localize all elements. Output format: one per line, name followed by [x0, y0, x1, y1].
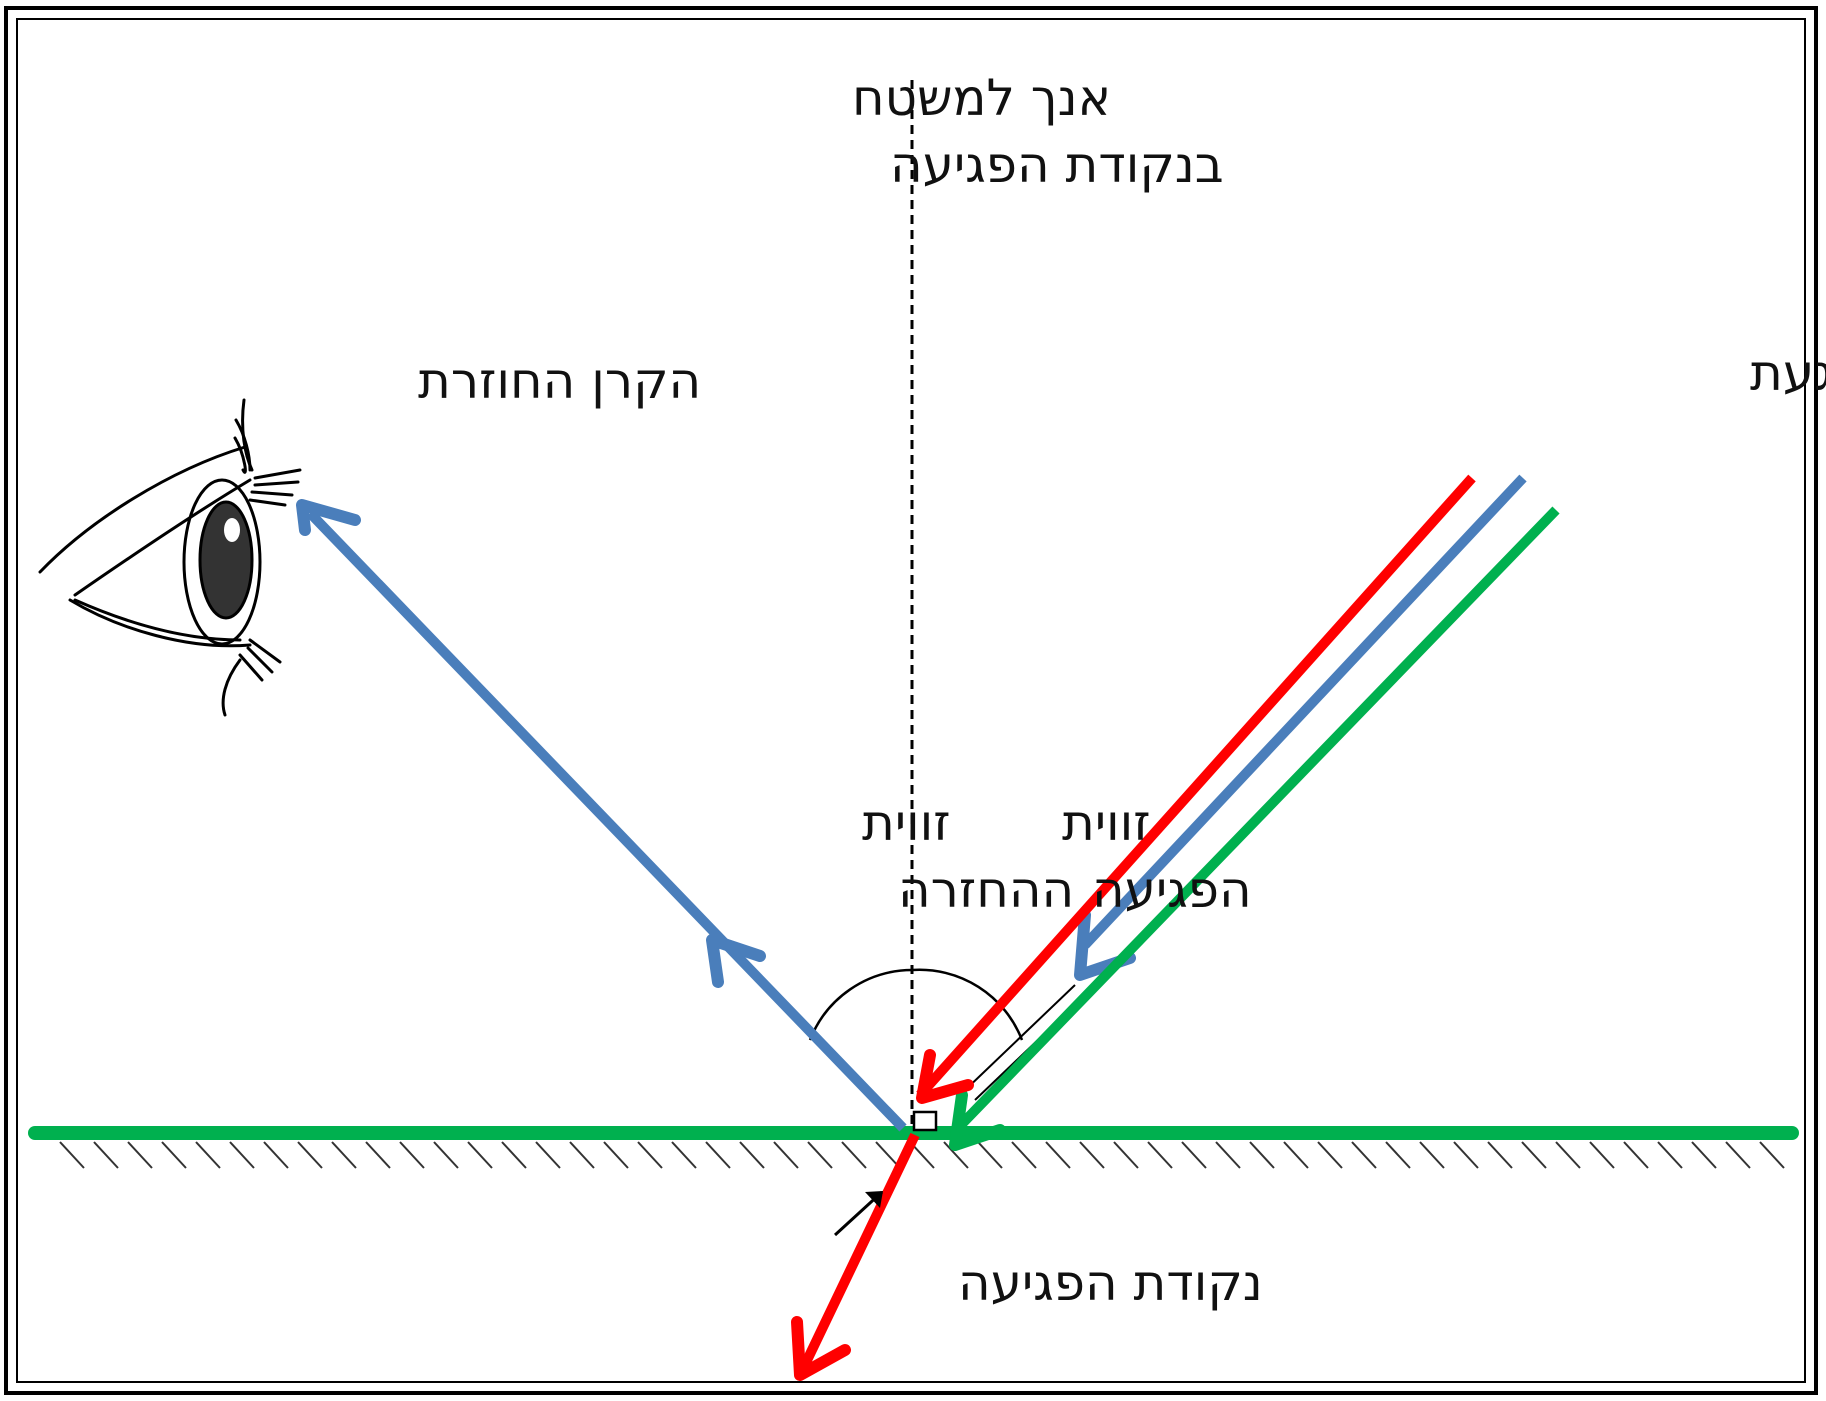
reflected-ray-arrowhead-top [296, 499, 361, 536]
hatch-mark [1555, 1141, 1581, 1169]
hatch-mark [1181, 1141, 1207, 1169]
incident-ray-label: הקרן הפוגעת [1750, 344, 1826, 402]
incidence-point-pointer-head [865, 1191, 883, 1208]
hatch-mark [297, 1141, 323, 1169]
eye-icon [38, 398, 302, 717]
hatch-mark [1385, 1141, 1411, 1169]
hatch-mark [1113, 1141, 1139, 1169]
hatch-mark [1317, 1141, 1343, 1169]
hatch-mark [1249, 1141, 1275, 1169]
hatch-mark [501, 1141, 527, 1169]
incidence-angle-label-1: זווית [1062, 794, 1151, 852]
incidence-angle-label-2: הפגיעה [1092, 861, 1252, 919]
diagram-inner-border [16, 18, 1806, 1383]
incident-ray-red-arrowhead [916, 1049, 974, 1104]
diagram-frame [4, 6, 1818, 1395]
incidence-point-label: נקודת הפגיעה [958, 1254, 1263, 1312]
hatch-mark [263, 1141, 289, 1169]
incident-ray-blue [1081, 474, 1527, 949]
hatch-mark [603, 1141, 629, 1169]
hatch-mark [569, 1141, 595, 1169]
hatch-mark [1521, 1141, 1547, 1169]
surface-hatching [59, 1141, 1785, 1169]
hatch-mark [1691, 1141, 1717, 1169]
transmitted-ray-red-arrowhead [791, 1316, 851, 1381]
reflection-angle-label-2: ההחזרה [898, 861, 1074, 919]
normal-line-label-1: אנך למשטח [852, 69, 1111, 127]
transmitted-ray-red [795, 1132, 920, 1378]
hatch-mark [1215, 1141, 1241, 1169]
incidence-angle-arc [911, 968, 1024, 1041]
reflection-angle-label-1: זווית [862, 794, 951, 852]
incident-ray-green-arrowhead [949, 1089, 1006, 1151]
hatch-mark [535, 1141, 561, 1169]
reflected-ray-label: הקרן החוזרת [418, 352, 701, 410]
hatch-mark [977, 1141, 1003, 1169]
hatch-mark [1045, 1141, 1071, 1169]
hatch-mark [739, 1141, 765, 1169]
hatch-mark [93, 1141, 119, 1169]
hatch-mark [127, 1141, 153, 1169]
guide-line [959, 984, 1076, 1096]
hatch-mark [1453, 1141, 1479, 1169]
hatch-mark [705, 1141, 731, 1169]
hatch-mark [773, 1141, 799, 1169]
normal-line-label-2: בנקודת הפגיעה [890, 136, 1224, 194]
hatch-mark [1623, 1141, 1649, 1169]
hatch-mark [1725, 1141, 1751, 1169]
hatch-mark [671, 1141, 697, 1169]
hatch-mark [1589, 1141, 1615, 1169]
hatch-mark [195, 1141, 221, 1169]
hatch-mark [1657, 1141, 1683, 1169]
hatch-mark [1079, 1141, 1105, 1169]
hatch-mark [1283, 1141, 1309, 1169]
incident-ray-red [916, 474, 1476, 1099]
reflected-ray [306, 509, 907, 1132]
hatch-mark [1419, 1141, 1445, 1169]
hatch-mark [1759, 1141, 1785, 1169]
hatch-mark [807, 1141, 833, 1169]
hatch-mark [1147, 1141, 1173, 1169]
hatch-mark [1351, 1141, 1377, 1169]
hatch-mark [399, 1141, 425, 1169]
incident-ray-green [954, 506, 1560, 1132]
hatch-mark [467, 1141, 493, 1169]
hatch-mark [433, 1141, 459, 1169]
hatch-mark [59, 1141, 85, 1169]
hatch-mark [331, 1141, 357, 1169]
reflection-angle-arc [808, 968, 913, 1041]
hatch-mark [943, 1141, 969, 1169]
hatch-mark [1487, 1141, 1513, 1169]
hatch-mark [1011, 1141, 1037, 1169]
labels: אנך למשטח בנקודת הפגיעה הקרן החוזרת הקרן… [418, 69, 1826, 1312]
hatch-mark [637, 1141, 663, 1169]
right-angle-marker [912, 1110, 938, 1132]
hatch-mark [229, 1141, 255, 1169]
hatch-mark [841, 1141, 867, 1169]
hatch-mark [365, 1141, 391, 1169]
reflected-ray-arrowhead-mid [706, 934, 766, 988]
hatch-mark [161, 1141, 187, 1169]
